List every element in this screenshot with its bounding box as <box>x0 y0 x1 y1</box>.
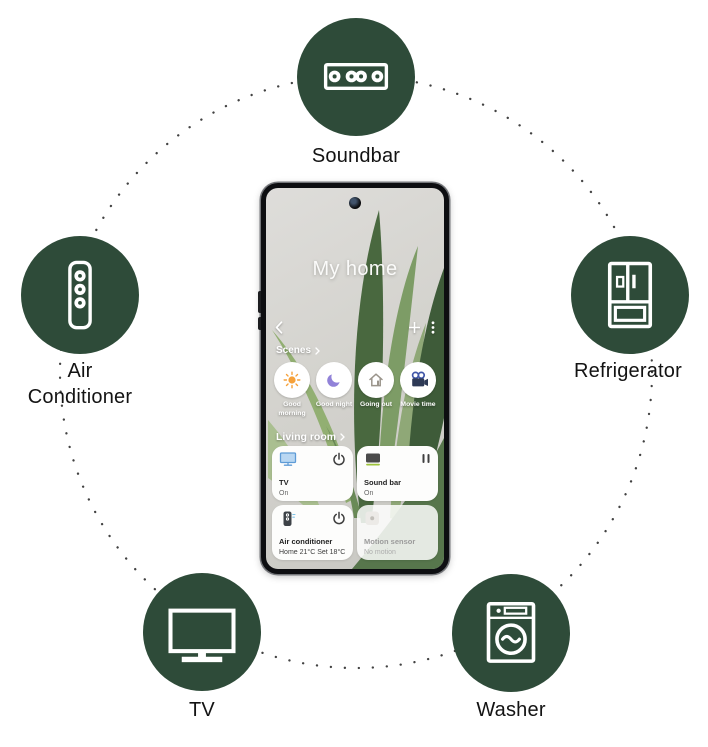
device-card-air-conditioner[interactable]: Air conditioner Home 21°C Set 18°C <box>272 505 353 560</box>
air-conditioner-icon <box>21 236 139 354</box>
scene-good-night[interactable]: Good night <box>314 362 354 419</box>
tv-label: TV <box>189 699 215 721</box>
device-card-motion-sensor[interactable]: Motion sensor No motion <box>357 505 438 560</box>
tv-icon <box>143 573 261 691</box>
device-card-tv[interactable]: TV On <box>272 446 353 501</box>
device-air-conditioner <box>21 236 139 354</box>
washer-label: Washer <box>476 699 546 721</box>
card-device-status: Home 21°C Set 18°C <box>279 548 346 556</box>
phone-mockup: My home Scenes <box>258 183 449 574</box>
card-device-status: On <box>364 489 374 497</box>
device-refrigerator <box>571 236 689 354</box>
app-header <box>266 319 444 335</box>
card-device-status: No motion <box>364 548 396 556</box>
front-camera <box>349 197 361 209</box>
card-device-name: TV <box>279 478 289 487</box>
pause-icon[interactable] <box>421 452 431 467</box>
scene-label: Movie time <box>400 401 436 408</box>
sun-icon <box>274 362 310 398</box>
scenes-section-label: Scenes <box>276 345 312 356</box>
back-button[interactable] <box>275 320 283 334</box>
more-button[interactable] <box>431 320 435 334</box>
air-conditioner-label: Air Conditioner <box>27 360 133 408</box>
phone-screen: My home Scenes <box>266 188 444 569</box>
card-device-status: On <box>279 489 289 497</box>
soundbar-card-icon <box>364 453 382 471</box>
add-button[interactable] <box>409 321 420 333</box>
device-cards-grid: TV On <box>272 446 438 560</box>
card-device-name: Sound bar <box>364 478 402 487</box>
home-title: My home <box>312 258 398 280</box>
scenes-section-header[interactable]: Scenes <box>276 345 320 356</box>
device-tv <box>143 573 261 691</box>
scenes-row: Good morning Good night <box>272 362 438 419</box>
scene-label: Going out <box>359 401 393 408</box>
living-room-section-header[interactable]: Living room <box>276 431 346 443</box>
card-device-name: Motion sensor <box>364 537 416 546</box>
ac-card-icon <box>279 511 297 531</box>
chevron-right-icon <box>315 346 320 355</box>
washer-icon <box>452 574 570 692</box>
device-card-soundbar[interactable]: Sound bar On <box>357 446 438 501</box>
movie-camera-icon <box>400 362 436 398</box>
volume-button <box>258 291 261 313</box>
scene-good-morning[interactable]: Good morning <box>272 362 312 419</box>
motion-sensor-icon <box>364 511 380 530</box>
refrigerator-label: Refrigerator <box>574 360 682 382</box>
device-soundbar <box>297 18 415 136</box>
tv-card-icon <box>279 452 297 471</box>
chevron-right-icon <box>340 433 346 441</box>
power-icon[interactable] <box>332 452 346 469</box>
scene-going-out[interactable]: Going out <box>356 362 396 419</box>
device-washer <box>452 574 570 692</box>
scene-label: Good night <box>315 401 353 408</box>
moon-icon <box>316 362 352 398</box>
soundbar-label: Soundbar <box>311 145 401 167</box>
card-device-name: Air conditioner <box>279 537 333 546</box>
living-room-section-label: Living room <box>276 431 337 443</box>
refrigerator-icon <box>571 236 689 354</box>
power-side-button <box>258 317 261 330</box>
scene-movie-time[interactable]: Movie time <box>398 362 438 419</box>
scene-label: Good morning <box>278 401 306 417</box>
house-icon <box>358 362 394 398</box>
power-icon[interactable] <box>332 511 346 528</box>
soundbar-icon <box>297 18 415 136</box>
